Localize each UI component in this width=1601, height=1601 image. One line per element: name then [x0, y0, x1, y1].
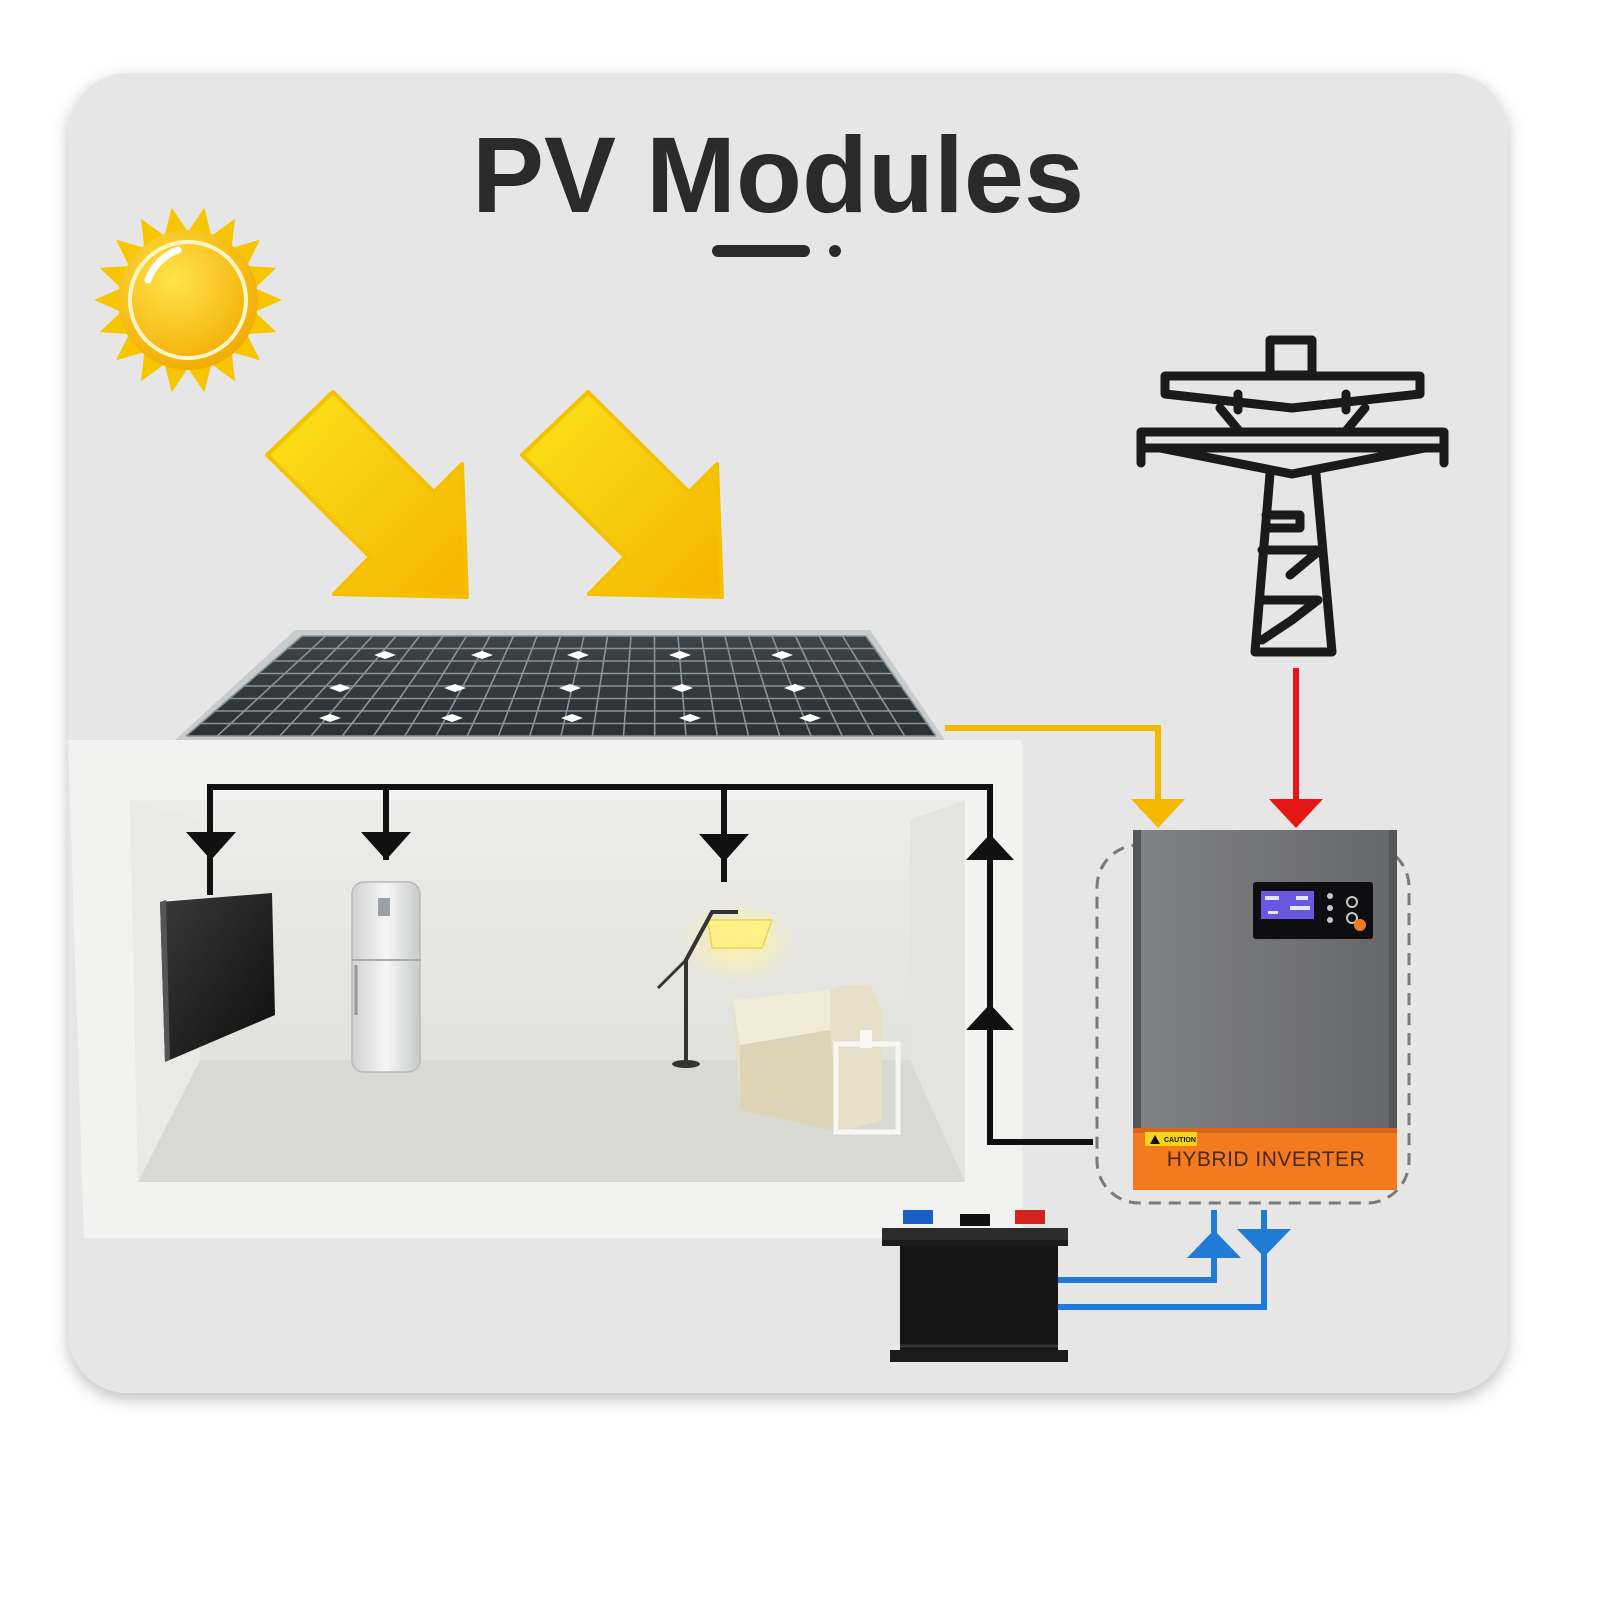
panel-reflection	[319, 714, 341, 722]
floor-lamp-icon	[656, 905, 798, 1068]
panel-reflection	[671, 684, 693, 692]
hybrid-inverter-icon: CAUTION HYBRID INVERTER	[1133, 830, 1397, 1190]
panel-reflection	[799, 714, 821, 722]
panel-reflection	[374, 651, 396, 659]
sunlight-arrow-icon	[520, 390, 724, 599]
grid-connection-line	[1269, 668, 1323, 828]
panel-reflection	[679, 714, 701, 722]
inverter-lcd	[1261, 891, 1314, 919]
panel-reflection	[329, 684, 351, 692]
fridge-icon	[351, 881, 421, 1073]
panel-reflection	[559, 684, 581, 692]
battery-icon	[882, 1210, 1068, 1362]
sun-ray	[231, 239, 260, 266]
inverter-boundary	[1095, 843, 1411, 1205]
caution-label: CAUTION	[1164, 1137, 1196, 1144]
battery-connection-line	[1058, 1210, 1291, 1310]
sun-ray	[255, 288, 282, 312]
solar-panel-icon	[175, 630, 945, 740]
pv-connection-line	[945, 725, 1185, 828]
inverter-label: HYBRID INVERTER	[1167, 1148, 1365, 1171]
sun-ray	[116, 239, 145, 266]
sunlight-arrow-icon	[265, 390, 469, 599]
sun-ray	[94, 288, 121, 312]
sun-ray	[116, 334, 145, 361]
sun-ray	[211, 352, 235, 382]
panel-reflection	[771, 651, 793, 659]
sun-ray	[141, 218, 165, 248]
panel-reflection	[471, 651, 493, 659]
panel-reflection	[441, 714, 463, 722]
panel-reflection	[561, 714, 583, 722]
sun-ray	[188, 363, 212, 393]
sun-ray	[164, 363, 188, 393]
sofa-icon	[733, 985, 901, 1135]
panel-reflection	[784, 684, 806, 692]
page-title: PV Modules	[472, 114, 1084, 235]
tv-icon	[160, 893, 275, 1062]
sun-ray	[211, 218, 235, 248]
sun-ray	[164, 207, 188, 237]
sun-ray	[141, 352, 165, 382]
sun-ray	[231, 334, 260, 361]
title-underline	[712, 245, 841, 257]
panel-reflection	[567, 651, 589, 659]
power-pylon-icon	[1136, 335, 1449, 657]
sun-ray	[188, 207, 212, 237]
panel-reflection	[669, 651, 691, 659]
sun-icon	[94, 207, 282, 393]
load-arrows	[186, 832, 1014, 1030]
panel-reflection	[444, 684, 466, 692]
